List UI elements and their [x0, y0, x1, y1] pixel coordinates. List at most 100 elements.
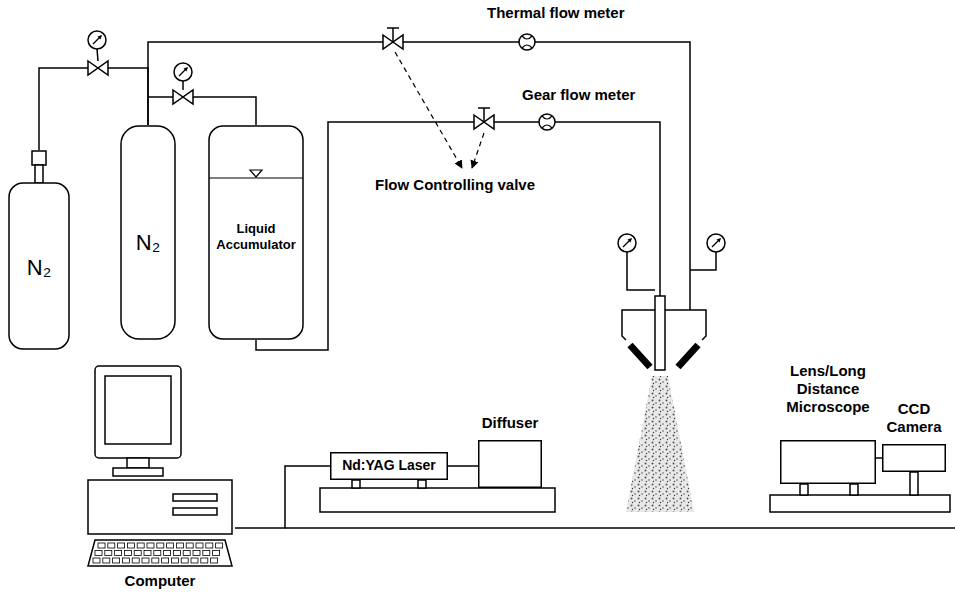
pressure-gauge — [88, 31, 106, 49]
key — [201, 558, 208, 563]
gas-line — [182, 81, 184, 90]
key — [196, 543, 203, 548]
diffuser-box: Diffuser — [478, 414, 542, 490]
cylinder-valve — [32, 151, 46, 165]
key — [103, 558, 110, 563]
drive-slot — [173, 508, 217, 515]
key — [216, 543, 223, 548]
key — [105, 551, 112, 556]
valve-symbol — [88, 61, 108, 75]
computer-case — [88, 480, 232, 534]
key — [157, 543, 164, 548]
optical-rail — [910, 472, 918, 495]
key — [134, 551, 141, 556]
part-label: Flow Controlling valve — [373, 176, 537, 194]
ccd-camera: CCD Camera — [882, 400, 946, 474]
node-label: CCD Camera — [882, 400, 946, 436]
cylinder-body — [9, 183, 69, 349]
key — [164, 551, 171, 556]
laser-box-frame — [331, 453, 448, 480]
key — [154, 551, 161, 556]
optical-rail — [418, 480, 426, 488]
monitor-stand — [127, 458, 149, 468]
node-label: N₂ — [10, 255, 68, 281]
monitor-screen — [105, 376, 171, 444]
atomizer-nozzle — [630, 345, 650, 367]
node-label: Liquid Accumulator — [212, 221, 300, 252]
flow-meter-symbol — [519, 34, 535, 50]
leader-arrow — [395, 52, 484, 168]
pipe-connector — [148, 97, 256, 125]
node-label: Lens/Long Distance Microscope — [780, 362, 876, 416]
diffuser-box-frame — [479, 441, 542, 488]
spray-cone — [626, 376, 694, 512]
key — [171, 558, 178, 563]
leader-arrow — [472, 133, 484, 168]
key — [98, 543, 105, 548]
key — [122, 558, 129, 563]
atomizer-nozzle — [622, 296, 706, 370]
key — [144, 551, 151, 556]
key — [173, 551, 180, 556]
key — [132, 558, 139, 563]
key — [124, 551, 131, 556]
key — [142, 558, 149, 563]
gas-line — [690, 252, 716, 270]
monitor — [95, 366, 181, 458]
gas-line — [256, 122, 660, 350]
optical-rail — [770, 495, 950, 512]
pressure-gauge — [618, 234, 636, 252]
node-label: Diffuser — [468, 414, 552, 432]
key — [181, 558, 188, 563]
valve-symbol — [383, 28, 403, 49]
gas-line — [627, 252, 655, 290]
valve-symbol — [474, 108, 494, 129]
node-label: Nd:YAG Laser — [332, 457, 446, 474]
optical-rail — [320, 488, 555, 512]
gas-line — [285, 527, 955, 529]
node-label: Computer — [85, 572, 235, 590]
pressure-gauge — [88, 31, 725, 252]
gas-cylinder: N₂ — [120, 125, 176, 340]
leader-arrow — [395, 52, 462, 168]
pipe-connector — [876, 457, 882, 459]
valve-symbol — [173, 90, 193, 104]
computer-unit: Computer — [85, 362, 235, 594]
valve-symbol — [88, 28, 494, 129]
drive-slot — [173, 494, 217, 501]
key — [203, 551, 210, 556]
flow-meter-symbol — [539, 114, 555, 130]
key — [152, 558, 159, 563]
optical-rail — [352, 480, 360, 488]
accumulator-body — [209, 126, 303, 339]
optical-rail — [850, 484, 858, 495]
gas-cylinder: N₂ — [8, 150, 70, 350]
pipe-connector — [235, 466, 330, 528]
pressure-gauge — [707, 234, 725, 252]
level-mark — [250, 170, 262, 177]
key — [211, 558, 218, 563]
key — [183, 551, 190, 556]
key — [206, 543, 213, 548]
key — [162, 558, 169, 563]
key — [108, 543, 115, 548]
pressure-gauge — [174, 63, 192, 81]
node-label: N₂ — [122, 230, 174, 256]
cylinder-body — [121, 126, 175, 339]
ccd-camera-frame — [883, 445, 946, 472]
gas-cylinder-outline — [8, 150, 70, 350]
microscope-lens: Lens/Long Distance Microscope — [780, 362, 876, 484]
atomizer-nozzle — [655, 296, 665, 370]
flow-meter-symbol — [519, 34, 555, 130]
key — [176, 543, 183, 548]
gas-line — [97, 49, 98, 61]
key — [167, 543, 174, 548]
laser-box: Nd:YAG Laser — [330, 452, 448, 480]
monitor-stand — [113, 468, 163, 476]
key — [186, 543, 193, 548]
key — [127, 543, 134, 548]
key — [113, 558, 120, 563]
microscope-lens-frame — [781, 441, 876, 484]
key — [95, 551, 102, 556]
key — [93, 558, 100, 563]
